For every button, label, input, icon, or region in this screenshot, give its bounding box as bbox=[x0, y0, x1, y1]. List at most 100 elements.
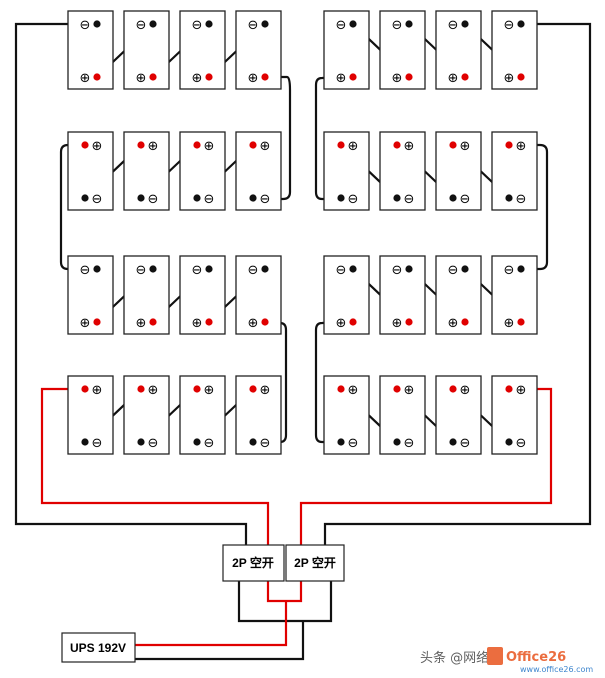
watermark: 头条 @网络 Office26 www.office26.com bbox=[420, 647, 593, 674]
battery-10[interactable]: ⊖⊕ bbox=[123, 131, 170, 211]
negative-terminal-icon: ⊖ bbox=[460, 192, 471, 207]
negative-post bbox=[517, 265, 525, 273]
negative-terminal-icon: ⊖ bbox=[460, 436, 471, 451]
battery-31[interactable]: ⊖⊕ bbox=[435, 375, 482, 455]
battery-7[interactable]: ⊖⊕ bbox=[435, 10, 482, 90]
positive-post bbox=[337, 385, 345, 393]
battery-14[interactable]: ⊖⊕ bbox=[379, 131, 426, 211]
positive-post bbox=[517, 318, 525, 326]
negative-post bbox=[205, 20, 213, 28]
battery-24[interactable]: ⊖⊕ bbox=[491, 255, 538, 335]
positive-post bbox=[393, 141, 401, 149]
battery-6[interactable]: ⊖⊕ bbox=[379, 10, 426, 90]
positive-post bbox=[205, 318, 213, 326]
battery-12[interactable]: ⊖⊕ bbox=[235, 131, 282, 211]
positive-terminal-icon: ⊕ bbox=[392, 316, 403, 331]
positive-post bbox=[193, 385, 201, 393]
negative-post bbox=[249, 194, 257, 202]
battery-16[interactable]: ⊖⊕ bbox=[491, 131, 538, 211]
positive-post bbox=[93, 73, 101, 81]
negative-post bbox=[249, 438, 257, 446]
positive-terminal-icon: ⊕ bbox=[248, 71, 259, 86]
positive-terminal-icon: ⊕ bbox=[80, 316, 91, 331]
negative-terminal-icon: ⊖ bbox=[148, 192, 159, 207]
battery-1[interactable]: ⊖⊕ bbox=[67, 10, 114, 90]
battery-17[interactable]: ⊖⊕ bbox=[67, 255, 114, 335]
battery-23[interactable]: ⊖⊕ bbox=[435, 255, 482, 335]
battery-2[interactable]: ⊖⊕ bbox=[123, 10, 170, 90]
negative-post bbox=[405, 265, 413, 273]
negative-terminal-icon: ⊖ bbox=[136, 18, 147, 33]
battery-28[interactable]: ⊖⊕ bbox=[235, 375, 282, 455]
positive-terminal-icon: ⊕ bbox=[136, 71, 147, 86]
positive-post bbox=[149, 318, 157, 326]
negative-terminal-icon: ⊖ bbox=[204, 192, 215, 207]
positive-terminal-icon: ⊕ bbox=[336, 71, 347, 86]
positive-post bbox=[261, 318, 269, 326]
negative-terminal-icon: ⊖ bbox=[504, 18, 515, 33]
positive-terminal-icon: ⊕ bbox=[148, 139, 159, 154]
breaker-right[interactable]: 2P 空开 bbox=[285, 544, 345, 582]
positive-post bbox=[517, 73, 525, 81]
battery-25[interactable]: ⊖⊕ bbox=[67, 375, 114, 455]
positive-terminal-icon: ⊕ bbox=[404, 383, 415, 398]
battery-11[interactable]: ⊖⊕ bbox=[179, 131, 226, 211]
negative-terminal-icon: ⊖ bbox=[336, 18, 347, 33]
positive-terminal-icon: ⊕ bbox=[260, 139, 271, 154]
negative-post bbox=[461, 20, 469, 28]
positive-post bbox=[337, 141, 345, 149]
positive-terminal-icon: ⊕ bbox=[260, 383, 271, 398]
negative-post bbox=[137, 194, 145, 202]
negative-terminal-icon: ⊖ bbox=[404, 192, 415, 207]
breaker-left[interactable]: 2P 空开 bbox=[222, 544, 285, 582]
breaker-left-label: 2P 空开 bbox=[232, 555, 274, 570]
negative-terminal-icon: ⊖ bbox=[516, 192, 527, 207]
battery-13[interactable]: ⊖⊕ bbox=[323, 131, 370, 211]
battery-26[interactable]: ⊖⊕ bbox=[123, 375, 170, 455]
negative-terminal-icon: ⊖ bbox=[348, 436, 359, 451]
battery-29[interactable]: ⊖⊕ bbox=[323, 375, 370, 455]
battery-27[interactable]: ⊖⊕ bbox=[179, 375, 226, 455]
negative-post bbox=[205, 265, 213, 273]
positive-post bbox=[405, 73, 413, 81]
battery-19[interactable]: ⊖⊕ bbox=[179, 255, 226, 335]
battery-15[interactable]: ⊖⊕ bbox=[435, 131, 482, 211]
positive-terminal-icon: ⊕ bbox=[204, 139, 215, 154]
positive-terminal-icon: ⊕ bbox=[80, 71, 91, 86]
positive-post bbox=[93, 318, 101, 326]
negative-terminal-icon: ⊖ bbox=[136, 263, 147, 278]
negative-terminal-icon: ⊖ bbox=[348, 192, 359, 207]
negative-post bbox=[449, 438, 457, 446]
battery-30[interactable]: ⊖⊕ bbox=[379, 375, 426, 455]
negative-terminal-icon: ⊖ bbox=[392, 263, 403, 278]
negative-terminal-icon: ⊖ bbox=[92, 436, 103, 451]
positive-terminal-icon: ⊕ bbox=[348, 139, 359, 154]
negative-post bbox=[349, 265, 357, 273]
battery-3[interactable]: ⊖⊕ bbox=[179, 10, 226, 90]
positive-post bbox=[205, 73, 213, 81]
negative-terminal-icon: ⊖ bbox=[404, 436, 415, 451]
battery-32[interactable]: ⊖⊕ bbox=[491, 375, 538, 455]
positive-terminal-icon: ⊕ bbox=[92, 139, 103, 154]
positive-terminal-icon: ⊕ bbox=[148, 383, 159, 398]
battery-20[interactable]: ⊖⊕ bbox=[235, 255, 282, 335]
negative-terminal-icon: ⊖ bbox=[204, 436, 215, 451]
battery-22[interactable]: ⊖⊕ bbox=[379, 255, 426, 335]
positive-terminal-icon: ⊕ bbox=[204, 383, 215, 398]
battery-8[interactable]: ⊖⊕ bbox=[491, 10, 538, 90]
positive-terminal-icon: ⊕ bbox=[248, 316, 259, 331]
watermark-text: 头条 @网络 bbox=[420, 650, 489, 666]
ups-unit[interactable]: UPS 192V bbox=[61, 632, 136, 663]
positive-post bbox=[137, 385, 145, 393]
positive-post bbox=[461, 318, 469, 326]
battery-21[interactable]: ⊖⊕ bbox=[323, 255, 370, 335]
positive-terminal-icon: ⊕ bbox=[448, 316, 459, 331]
positive-post bbox=[193, 141, 201, 149]
battery-5[interactable]: ⊖⊕ bbox=[323, 10, 370, 90]
battery-18[interactable]: ⊖⊕ bbox=[123, 255, 170, 335]
negative-post bbox=[517, 20, 525, 28]
battery-4[interactable]: ⊖⊕ bbox=[235, 10, 282, 90]
positive-terminal-icon: ⊕ bbox=[192, 316, 203, 331]
battery-9[interactable]: ⊖⊕ bbox=[67, 131, 114, 211]
negative-terminal-icon: ⊖ bbox=[504, 263, 515, 278]
